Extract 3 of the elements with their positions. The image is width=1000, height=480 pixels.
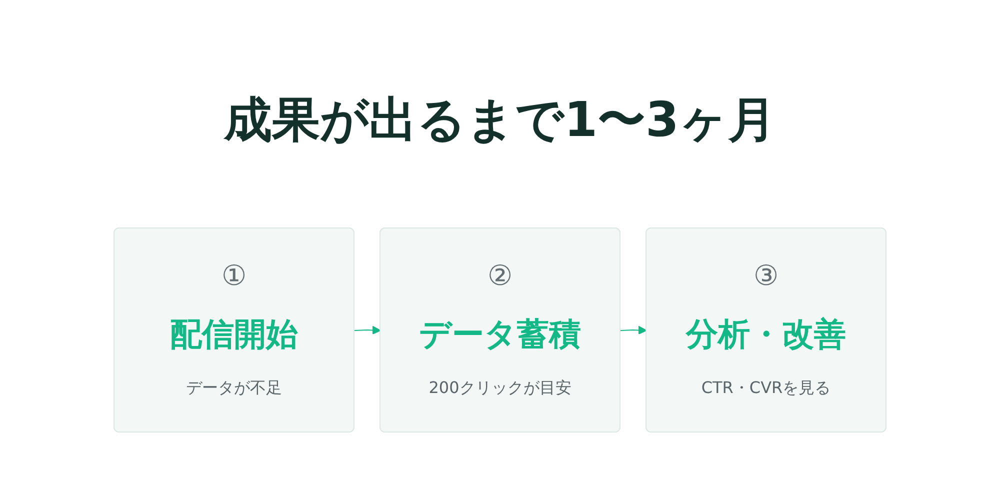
arrow xyxy=(620,326,647,335)
title: 成果が出るまで1〜3ヶ月 xyxy=(222,91,777,150)
arrow xyxy=(354,326,381,335)
